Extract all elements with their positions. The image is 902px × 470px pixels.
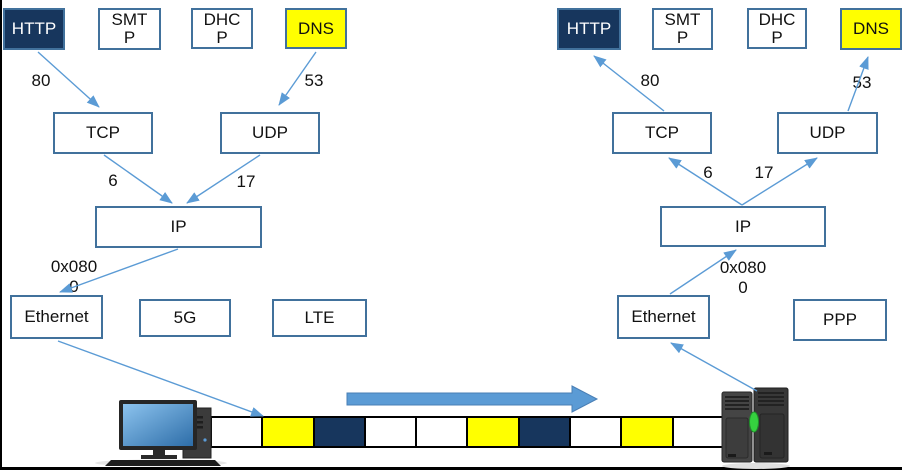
sender-http-box: HTTP [3,8,65,50]
receiver-udp-box: UDP [777,112,878,154]
sender-ethernet-box: Ethernet [10,295,103,339]
packet-cell-6-yellow [466,416,520,448]
sender-5g-box: 5G [139,299,231,337]
sender-udp-box: UDP [220,112,320,154]
sender-ethertype-label: 0x080 0 [50,257,98,296]
packet-cell-2-yellow [261,416,315,448]
packet-cell-3-navy [312,416,366,448]
sender-lte-box: LTE [272,299,367,337]
server-icon [721,387,790,469]
sender-ip-box: IP [95,206,262,248]
packet-cell-4-white [363,416,418,448]
packet-cell-10-white [671,416,725,448]
receiver-smtp-box: SMT P [652,8,713,50]
sender-proto-17-label: 17 [236,172,256,191]
receiver-ethernet-box: Ethernet [617,295,710,339]
sender-proto-6-label: 6 [108,171,118,190]
receiver-tcp-box: TCP [612,112,712,154]
packet-cell-7-navy [517,416,572,448]
sender-port-53-label: 53 [304,71,324,90]
receiver-proto-6-label: 6 [703,163,713,182]
transmission-medium [210,416,725,448]
packet-cell-9-yellow [620,416,674,448]
receiver-port-53-label: 53 [852,73,872,92]
sender-port-80-label: 80 [31,71,51,90]
receiver-ethertype-label: 0x080 0 [719,258,767,297]
desktop-computer-icon [95,400,227,467]
receiver-http-box: HTTP [557,8,621,50]
receiver-proto-17-label: 17 [754,163,774,182]
sender-dhcp-box: DHC P [191,8,253,49]
receiver-port-80-label: 80 [640,71,660,90]
receiver-ppp-box: PPP [793,299,887,341]
sender-smtp-box: SMT P [98,8,161,50]
sender-dns-box: DNS [285,8,347,49]
screen-edge-bottom [0,467,902,470]
receiver-ip-box: IP [660,206,826,247]
receiver-dns-box: DNS [840,8,902,50]
packet-cell-8-white [569,416,623,448]
packet-cell-5-white [415,416,469,448]
transmission-direction-arrow [346,385,599,413]
sender-tcp-box: TCP [53,112,153,154]
screen-edge-left [0,0,2,470]
receiver-dhcp-box: DHC P [747,8,807,49]
